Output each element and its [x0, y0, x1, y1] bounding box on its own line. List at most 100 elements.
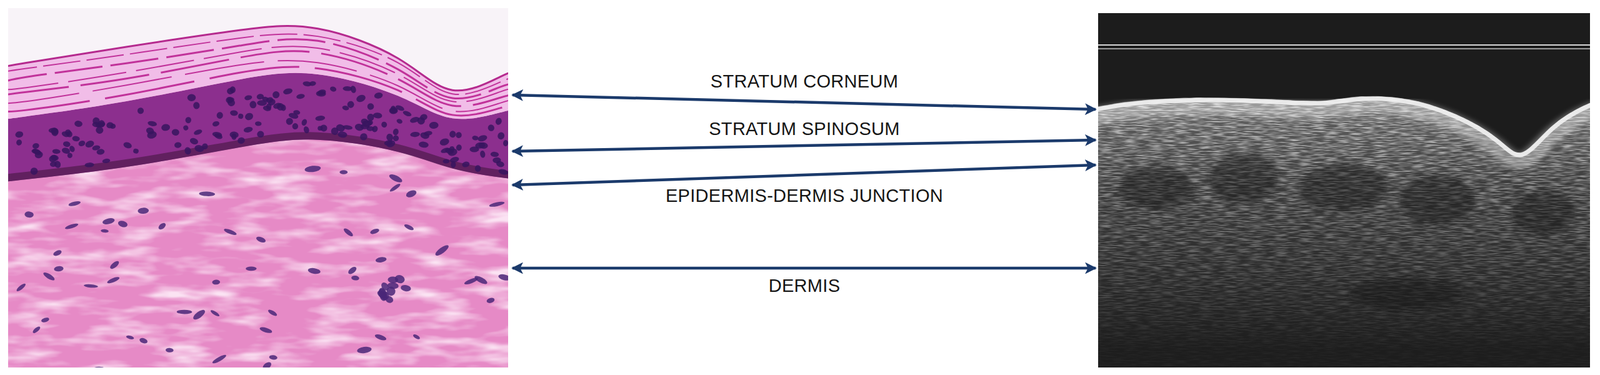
cell-nucleus [243, 94, 253, 101]
cell-nucleus [356, 346, 372, 355]
cell-nucleus [74, 120, 84, 127]
cell-nucleus [412, 333, 421, 340]
cell-nucleus [117, 219, 129, 229]
cell-nucleus [188, 136, 199, 146]
cell-nucleus [50, 126, 60, 137]
pointer-arrows [512, 95, 1096, 269]
cell-nucleus [495, 160, 505, 169]
cell-nucleus [442, 158, 450, 164]
cell-nucleus [471, 135, 479, 141]
cell-nucleus [15, 282, 27, 293]
cell-nucleus [255, 235, 267, 244]
cell-nucleus [52, 248, 63, 257]
cell-nucleus [243, 126, 254, 134]
cell-nucleus [433, 243, 450, 257]
cell-nucleus [375, 256, 387, 264]
cell-nucleus [176, 310, 193, 315]
cell-nucleus [160, 123, 170, 132]
cell-nucleus [146, 130, 158, 140]
cell-nucleus [380, 120, 389, 129]
cell-nucleus [494, 116, 503, 126]
layer-label: EPIDERMIS-DERMIS JUNCTION [665, 186, 944, 207]
cell-nucleus [211, 353, 227, 365]
cell-nucleus [245, 266, 257, 271]
cell-nucleus [342, 226, 354, 238]
cell-nucleus [15, 138, 24, 147]
cell-nucleus [187, 93, 197, 102]
cell-nucleus [226, 96, 235, 102]
cell-nucleus [315, 90, 326, 97]
cell-nucleus [300, 118, 309, 127]
layer-label: STRATUM CORNEUM [710, 71, 899, 92]
cell-nucleus [216, 111, 224, 120]
cell-nucleus [361, 120, 373, 128]
cell-nucleus [438, 137, 450, 147]
cell-nucleus [125, 335, 135, 340]
cell-nucleus [450, 161, 457, 169]
cell-nucleus [349, 85, 357, 94]
cell-nucleus [157, 221, 167, 231]
cell-nucleus [358, 131, 369, 142]
cell-nucleus [428, 121, 439, 129]
cell-nucleus [293, 109, 301, 115]
dark-papilla [1118, 165, 1194, 210]
double-arrow [512, 95, 1096, 110]
cell-nucleus [388, 106, 398, 114]
cell-nucleus [418, 141, 429, 149]
cell-nucleus [503, 140, 509, 147]
cell-nucleus [366, 126, 374, 132]
cell-nucleus [476, 133, 489, 143]
cell-nucleus [496, 131, 506, 141]
cell-nucleus [366, 103, 375, 110]
cell-nucleus [393, 273, 406, 285]
dark-papilla [1300, 163, 1388, 212]
cell-nucleus [317, 126, 323, 131]
cell-nucleus [183, 146, 192, 155]
cell-nucleus [291, 122, 299, 130]
cell-nucleus [106, 275, 120, 285]
cell-nucleus [285, 116, 295, 127]
cell-nucleus [174, 141, 182, 149]
cell-nucleus [68, 200, 82, 208]
cell-nucleus [498, 168, 509, 176]
cell-nucleus [40, 316, 50, 324]
dark-papilla [1209, 153, 1279, 204]
cell-nucleus [101, 158, 111, 164]
cell-nucleus [271, 90, 281, 100]
cell-nucleus [497, 273, 509, 282]
cell-nucleus [193, 128, 204, 137]
cell-nucleus [210, 309, 221, 318]
cell-nucleus [137, 207, 149, 215]
cell-nucleus [490, 151, 499, 157]
cell-nucleus [388, 172, 404, 184]
cell-nucleus [339, 170, 348, 175]
cell-nucleus [302, 80, 312, 87]
cell-nucleus [303, 125, 310, 134]
cell-nucleus [296, 93, 306, 100]
double-arrow [512, 165, 1096, 185]
cell-nucleus [374, 333, 388, 342]
cell-nucleus [262, 105, 272, 112]
cell-nucleus [337, 131, 348, 139]
cell-nucleus [346, 265, 358, 276]
cell-nucleus [486, 123, 496, 133]
cell-nucleus [66, 152, 74, 159]
cell-nucleus [64, 222, 79, 231]
cell-nucleus [50, 161, 57, 167]
cell-nucleus [211, 279, 220, 285]
cell-nucleus [15, 130, 25, 139]
cell-nucleus [122, 141, 133, 150]
cell-nucleus [182, 124, 189, 131]
cell-nucleus [405, 188, 418, 199]
cell-nucleus [185, 116, 192, 124]
cell-nucleus [475, 141, 486, 150]
cell-nucleus [256, 100, 267, 106]
cell-nucleus [243, 111, 255, 122]
cell-nucleus [53, 265, 64, 272]
cell-nucleus [138, 336, 149, 345]
cell-nucleus [392, 135, 400, 142]
cell-nucleus [24, 211, 34, 219]
cell-nucleus [51, 148, 60, 154]
cell-nucleus [259, 326, 274, 335]
